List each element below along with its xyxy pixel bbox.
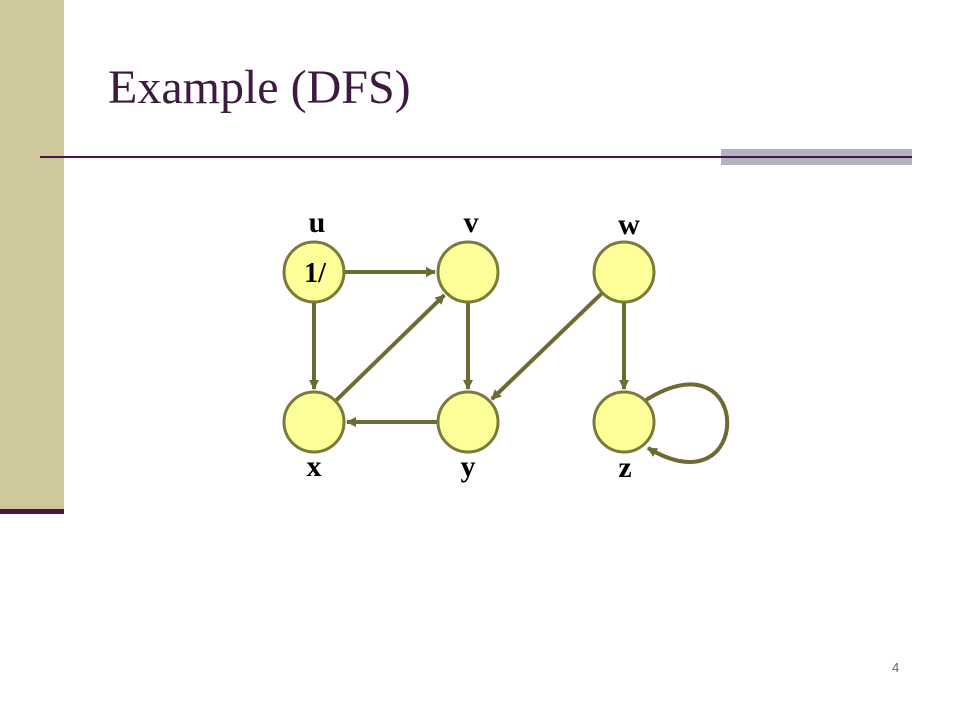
edge-z-z (644, 382, 730, 464)
node-x (282, 390, 346, 454)
node-label-x: x (307, 450, 322, 483)
edge-x-v (334, 293, 446, 402)
title-rule-accent-line (721, 156, 912, 158)
sidebar-foot-bar (0, 509, 64, 514)
node-u (282, 240, 346, 304)
slide-number: 4 (892, 660, 900, 675)
slide-title: Example (DFS) (108, 61, 411, 114)
sidebar-band (0, 0, 64, 512)
node-u-annotation: 1/ (304, 258, 327, 289)
node-label-z: z (618, 451, 631, 484)
node-z (592, 390, 656, 454)
node-y (436, 390, 500, 454)
node-v (436, 240, 500, 304)
node-w (592, 240, 656, 304)
node-label-y: y (461, 450, 476, 483)
node-label-v: v (464, 206, 479, 239)
title-rule (40, 156, 912, 158)
node-label-u: u (309, 206, 326, 239)
edge-w-y (490, 292, 604, 401)
node-label-w: w (618, 208, 640, 241)
